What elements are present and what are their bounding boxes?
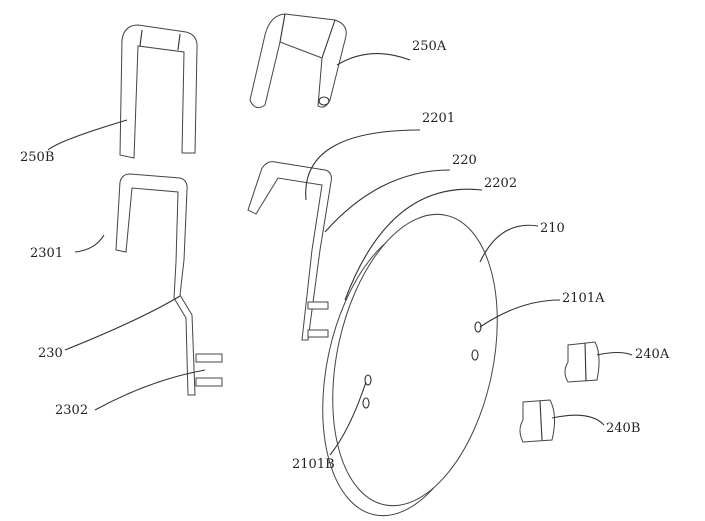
screws-2202 [307,301,329,338]
label-210: 210 [540,221,565,236]
label-240a: 240A [635,347,670,362]
label-2302: 2302 [55,403,88,418]
part-210-disc [322,213,498,517]
part-220 [247,161,332,341]
label-2202: 2202 [484,176,517,191]
part-240b [519,399,556,443]
label-220: 220 [452,153,477,168]
label-250a: 250A [412,39,447,54]
part-250a [249,13,347,109]
label-2101a: 2101A [562,291,605,306]
part-250b [119,24,198,159]
label-2301: 2301 [30,246,63,261]
label-250b: 250B [20,150,54,165]
label-2201: 2201 [422,111,455,126]
part-230 [115,173,223,396]
label-2101b: 2101B [292,457,335,472]
leader-lines [47,53,633,456]
label-230: 230 [38,346,63,361]
part-240a [564,341,600,383]
label-240b: 240B [606,421,640,436]
